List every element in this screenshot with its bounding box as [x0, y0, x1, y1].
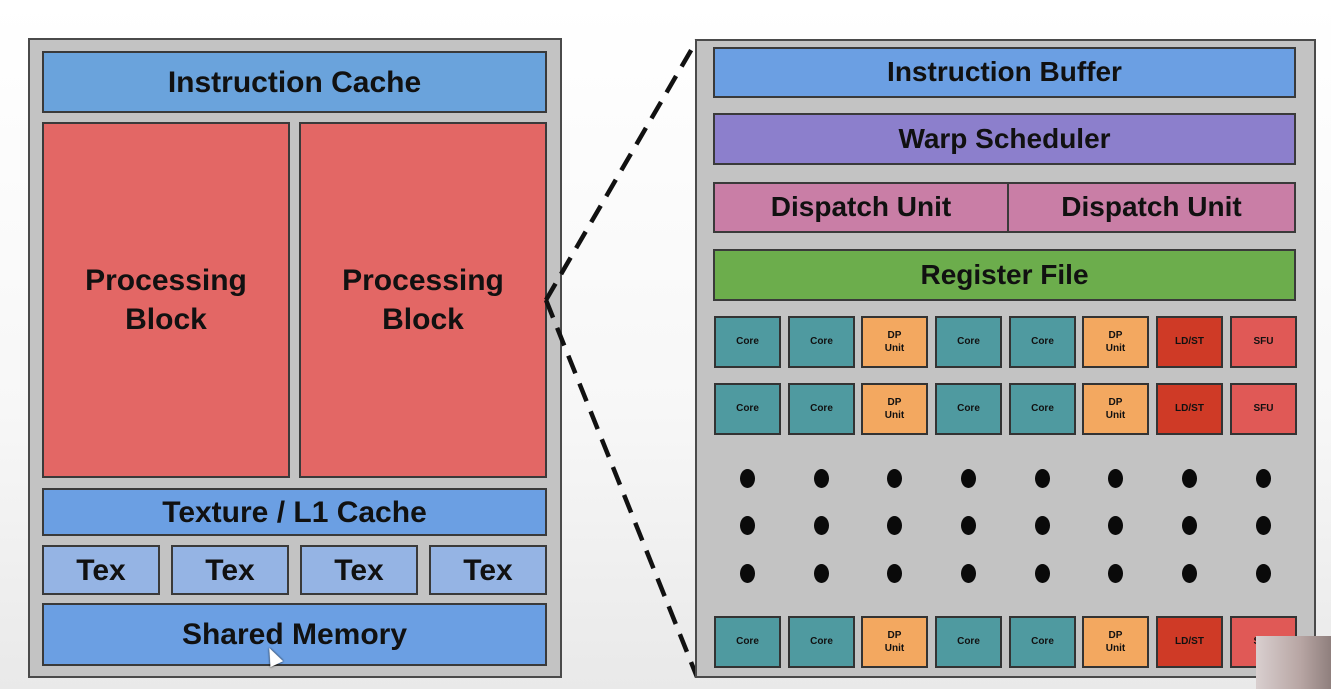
ellipsis-dot: [1182, 516, 1197, 535]
ellipsis-dot: [1108, 469, 1123, 488]
ellipsis-dot: [1035, 564, 1050, 583]
unit-core-r3-c5: Core: [1009, 616, 1076, 668]
unit-ldst-r3-c7: LD/ST: [1156, 616, 1223, 668]
ellipsis-dot: [1256, 516, 1271, 535]
ellipsis-dot: [1035, 469, 1050, 488]
texture-l1-cache: Texture / L1 Cache: [42, 488, 547, 536]
zoom-line-bottom: [543, 299, 700, 678]
ellipsis-dot: [1182, 564, 1197, 583]
unit-core-r2-c1: Core: [714, 383, 781, 435]
instruction-buffer: Instruction Buffer: [713, 47, 1296, 98]
unit-core-r2-c4: Core: [935, 383, 1002, 435]
ellipsis-dot: [814, 469, 829, 488]
unit-core-r1-c2: Core: [788, 316, 855, 368]
unit-dp-r3-c6: DP Unit: [1082, 616, 1149, 668]
ellipsis-dot: [887, 564, 902, 583]
ellipsis-dot: [1256, 564, 1271, 583]
zoom-line-top: [544, 38, 699, 302]
ellipsis-dot: [961, 564, 976, 583]
unit-dp-r2-c3: DP Unit: [861, 383, 928, 435]
processing-block-1: Processing Block: [42, 122, 290, 478]
unit-core-r3-c2: Core: [788, 616, 855, 668]
unit-dp-r2-c6: DP Unit: [1082, 383, 1149, 435]
tex-unit-3: Tex: [300, 545, 418, 595]
unit-dp-r1-c3: DP Unit: [861, 316, 928, 368]
ellipsis-dot: [740, 469, 755, 488]
tex-unit-1: Tex: [42, 545, 160, 595]
ellipsis-dot: [1108, 564, 1123, 583]
dispatch-unit-1: Dispatch Unit: [713, 182, 1009, 233]
ellipsis-dot: [740, 516, 755, 535]
warp-scheduler: Warp Scheduler: [713, 113, 1296, 165]
unit-dp-r3-c3: DP Unit: [861, 616, 928, 668]
unit-core-r2-c2: Core: [788, 383, 855, 435]
unit-ldst-r2-c7: LD/ST: [1156, 383, 1223, 435]
ellipsis-dot: [887, 516, 902, 535]
processing-block-2: Processing Block: [299, 122, 547, 478]
ellipsis-dot: [814, 516, 829, 535]
unit-core-r2-c5: Core: [1009, 383, 1076, 435]
ellipsis-dot: [814, 564, 829, 583]
ellipsis-dot: [961, 516, 976, 535]
unit-sfu-r2-c8: SFU: [1230, 383, 1297, 435]
ellipsis-dot: [1035, 516, 1050, 535]
tex-unit-2: Tex: [171, 545, 289, 595]
dispatch-unit-2: Dispatch Unit: [1007, 182, 1296, 233]
tex-unit-4: Tex: [429, 545, 547, 595]
unit-core-r3-c4: Core: [935, 616, 1002, 668]
ellipsis-dot: [961, 469, 976, 488]
unit-core-r3-c1: Core: [714, 616, 781, 668]
video-thumbnail-corner: [1256, 636, 1331, 689]
unit-core-r1-c4: Core: [935, 316, 1002, 368]
ellipsis-dot: [1182, 469, 1197, 488]
ellipsis-dot: [740, 564, 755, 583]
unit-dp-r1-c6: DP Unit: [1082, 316, 1149, 368]
register-file: Register File: [713, 249, 1296, 301]
unit-core-r1-c5: Core: [1009, 316, 1076, 368]
instruction-cache: Instruction Cache: [42, 51, 547, 113]
shared-memory: Shared Memory: [42, 603, 547, 666]
ellipsis-dot: [887, 469, 902, 488]
unit-ldst-r1-c7: LD/ST: [1156, 316, 1223, 368]
ellipsis-dot: [1256, 469, 1271, 488]
unit-core-r1-c1: Core: [714, 316, 781, 368]
ellipsis-dot: [1108, 516, 1123, 535]
unit-sfu-r1-c8: SFU: [1230, 316, 1297, 368]
